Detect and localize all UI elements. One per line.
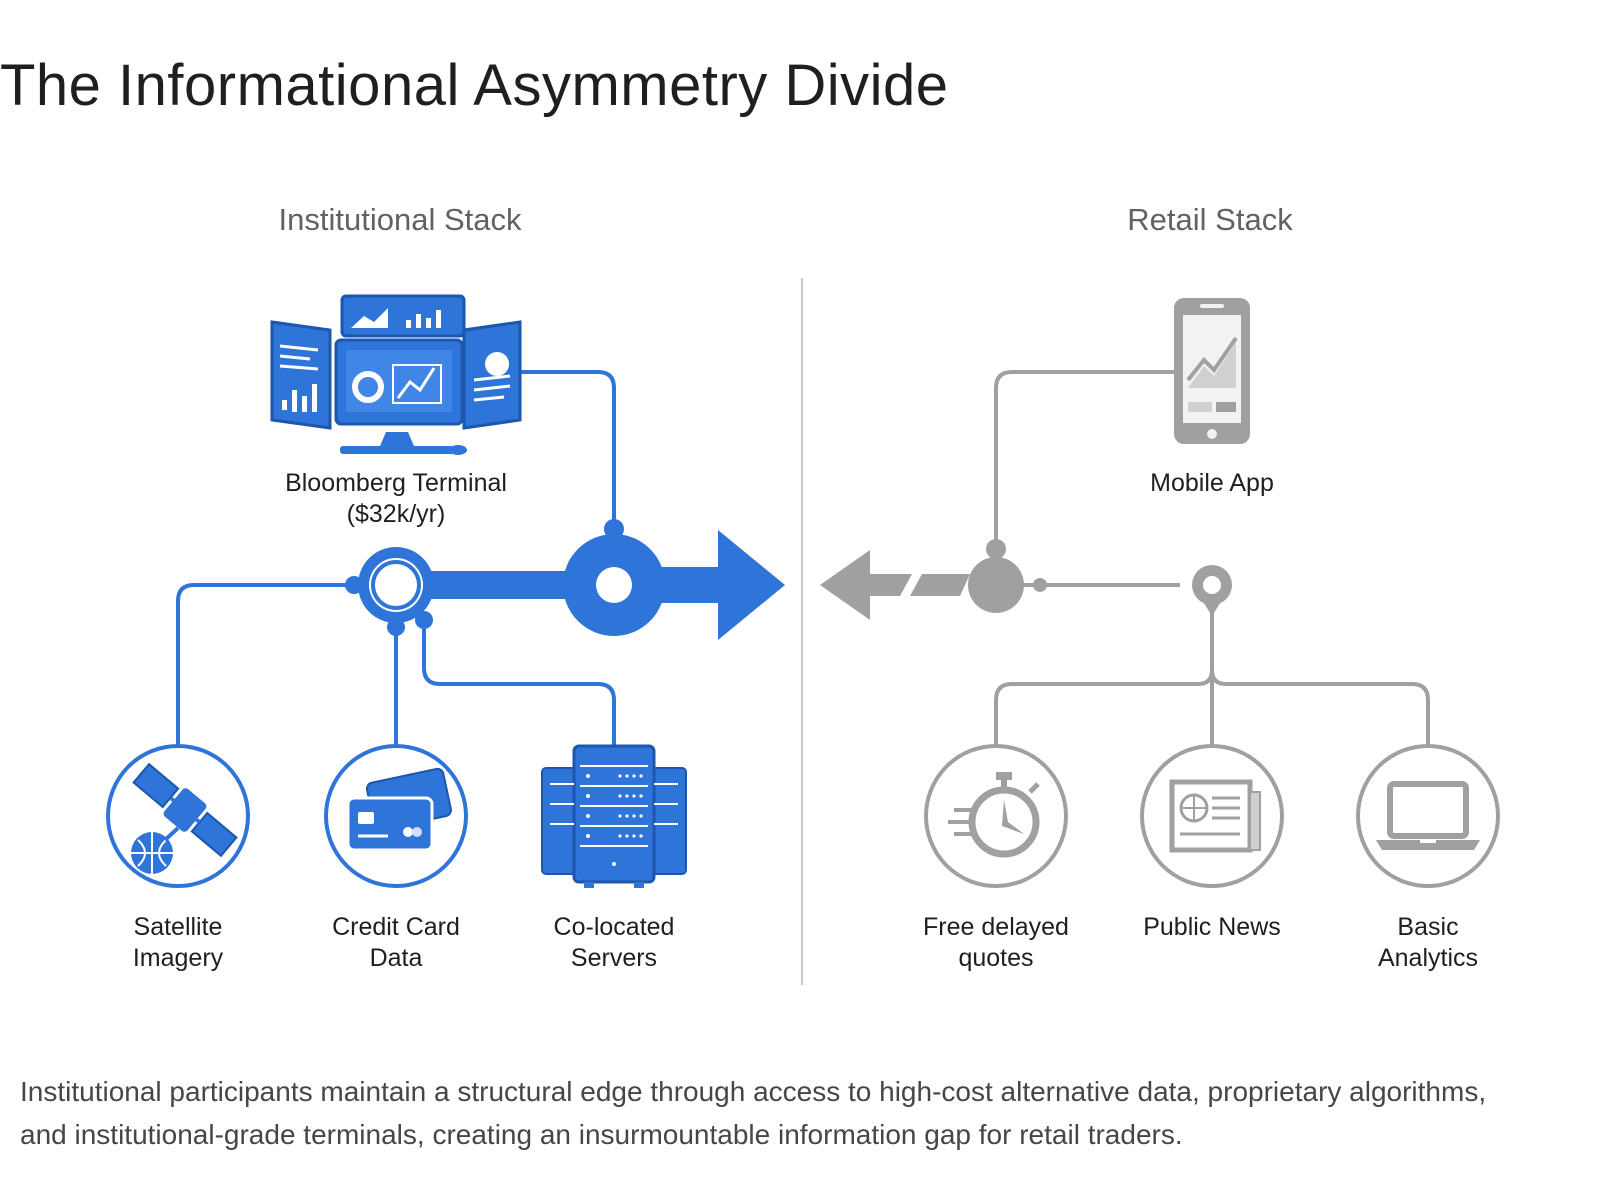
institutional-stack-heading: Institutional Stack [278,202,522,237]
co-located-servers-line2: Servers [570,944,658,972]
institutional-connectors [176,370,616,745]
credit-card-data-line2: Data [369,944,423,972]
newspaper-icon [1140,744,1284,888]
multi-monitor-terminal-icon [270,294,522,455]
credit-card-data-label: Credit Card Data [332,912,460,974]
basic-analytics-line2: Analytics [1377,944,1479,972]
institutional-flow-arrow [345,519,785,640]
co-located-servers-label: Co-located Servers [554,912,675,974]
public-news-label: Public News [1143,913,1281,941]
diagram-canvas [106,278,1500,985]
page-title: The Informational Asymmetry Divide [0,53,949,118]
co-located-servers-line1: Co-located [553,913,675,941]
retail-flow-arrow [820,539,1232,620]
satellite-imagery-line2: Imagery [132,944,224,972]
figure-caption: Institutional participants maintain a st… [20,1076,1487,1150]
free-delayed-quotes-line2: quotes [958,944,1034,972]
free-delayed-quotes-line1: Free delayed [923,913,1069,941]
bloomberg-terminal-cost: ($32k/yr) [346,500,446,528]
satellite-icon [106,744,250,888]
free-delayed-quotes-label: Free delayed quotes [923,912,1069,974]
bloomberg-terminal-name: Bloomberg Terminal [285,469,507,497]
credit-card-data-line1: Credit Card [332,913,460,941]
mobile-app-label: Mobile App [1150,469,1274,497]
satellite-imagery-label: Satellite Imagery [133,912,223,974]
server-rack-icon [541,744,687,888]
stopwatch-icon [924,744,1068,888]
laptop-icon [1356,744,1500,888]
credit-card-icon [324,744,468,888]
bloomberg-terminal-label: Bloomberg Terminal ($32k/yr) [285,468,507,530]
smartphone-icon [1174,298,1250,444]
asymmetry-diagram: Institutional Stack Retail Stack Bloombe… [0,170,1600,1020]
retail-stack-heading: Retail Stack [1127,202,1293,237]
satellite-imagery-line1: Satellite [133,913,223,941]
basic-analytics-line1: Basic [1397,913,1459,941]
retail-connectors [994,370,1430,745]
basic-analytics-label: Basic Analytics [1378,912,1478,974]
